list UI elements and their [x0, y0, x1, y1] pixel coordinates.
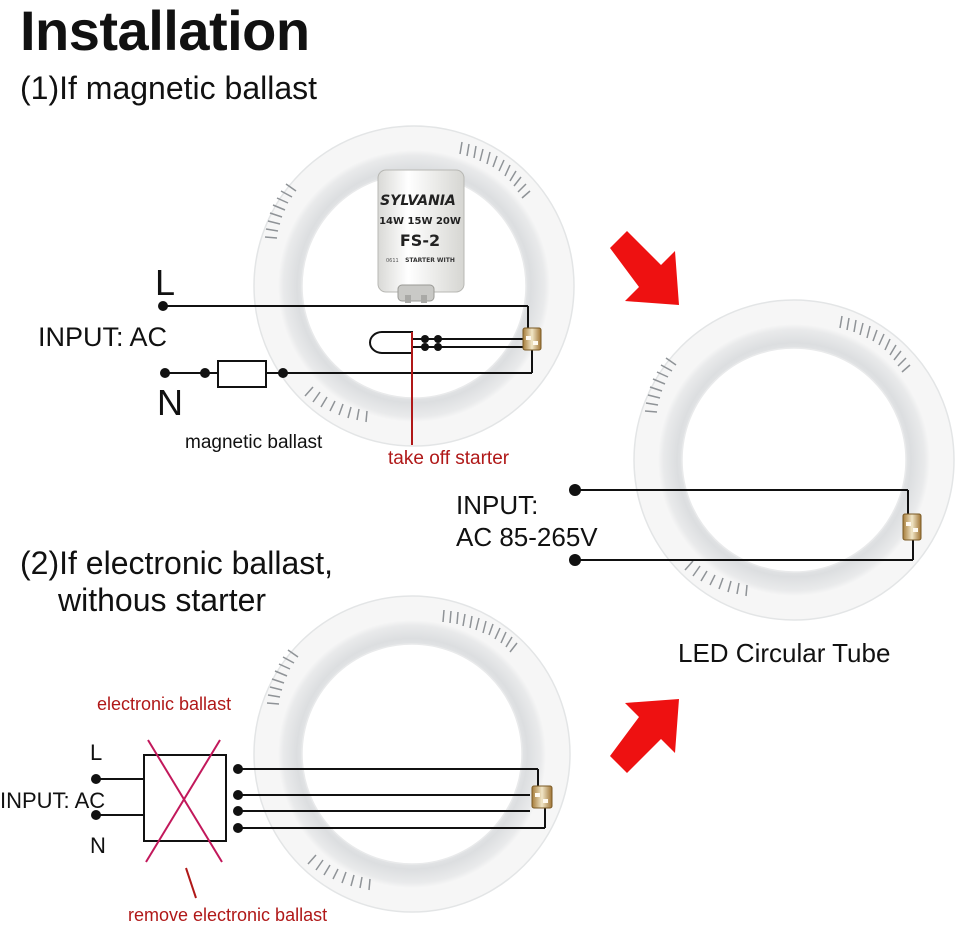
starter-model: FS-2: [400, 231, 440, 250]
arrow-up-right-icon: [610, 699, 679, 773]
wire-dots-3: [569, 484, 581, 566]
magnetic-ballast-symbol: [217, 360, 267, 388]
section2-heading-line2: withous starter: [58, 582, 267, 618]
led-circular-tube-label: LED Circular Tube: [678, 638, 891, 668]
starter-subtext: STARTER WITH: [405, 257, 455, 264]
vent-slots-2: [266, 609, 518, 891]
circular-tube-1: [253, 125, 575, 447]
starter-code: 0611: [386, 258, 399, 264]
starter-icon: [377, 169, 465, 303]
lamp-connector-icon: [522, 327, 542, 351]
section1-heading: (1)If magnetic ballast: [20, 70, 318, 106]
circular-tube-2: [253, 595, 571, 913]
page-title: Installation: [20, 0, 310, 62]
lamp-connector-icon: [531, 785, 553, 809]
neutral-label-2: N: [90, 833, 106, 858]
vent-slots-3: [644, 315, 911, 597]
arrow-down-right-icon: [610, 231, 679, 305]
remove-pointer-line: [185, 867, 197, 899]
wiring-2: [96, 768, 546, 829]
neutral-label-1: N: [157, 382, 183, 423]
remove-electronic-ballast-note: remove electronic ballast: [128, 905, 328, 925]
vent-slots-1: [264, 141, 531, 423]
take-off-starter-note: take off starter: [388, 448, 510, 469]
circular-tube-3: [633, 299, 955, 621]
section2-heading-line1: (2)If electronic ballast,: [20, 545, 334, 581]
input-label-1: INPUT: AC: [38, 322, 168, 352]
wiring-3: [575, 489, 914, 561]
live-label-2: L: [90, 740, 103, 765]
wire-dots-2: [91, 764, 243, 833]
starter-brand: SYLVANIA: [380, 193, 456, 209]
remove-cross-icon: [145, 739, 223, 863]
wire-dots-1: [158, 301, 442, 378]
starter-rating: 14W 15W 20W: [379, 216, 461, 227]
electronic-ballast-label: electronic ballast: [97, 694, 232, 714]
magnetic-ballast-label: magnetic ballast: [185, 432, 323, 453]
lamp-connector-icon: [902, 513, 922, 541]
result-voltage-label: AC 85-265V: [456, 522, 598, 552]
input-label-2: INPUT: AC: [0, 788, 106, 813]
result-input-label: INPUT:: [456, 490, 539, 520]
live-label-1: L: [155, 262, 176, 303]
